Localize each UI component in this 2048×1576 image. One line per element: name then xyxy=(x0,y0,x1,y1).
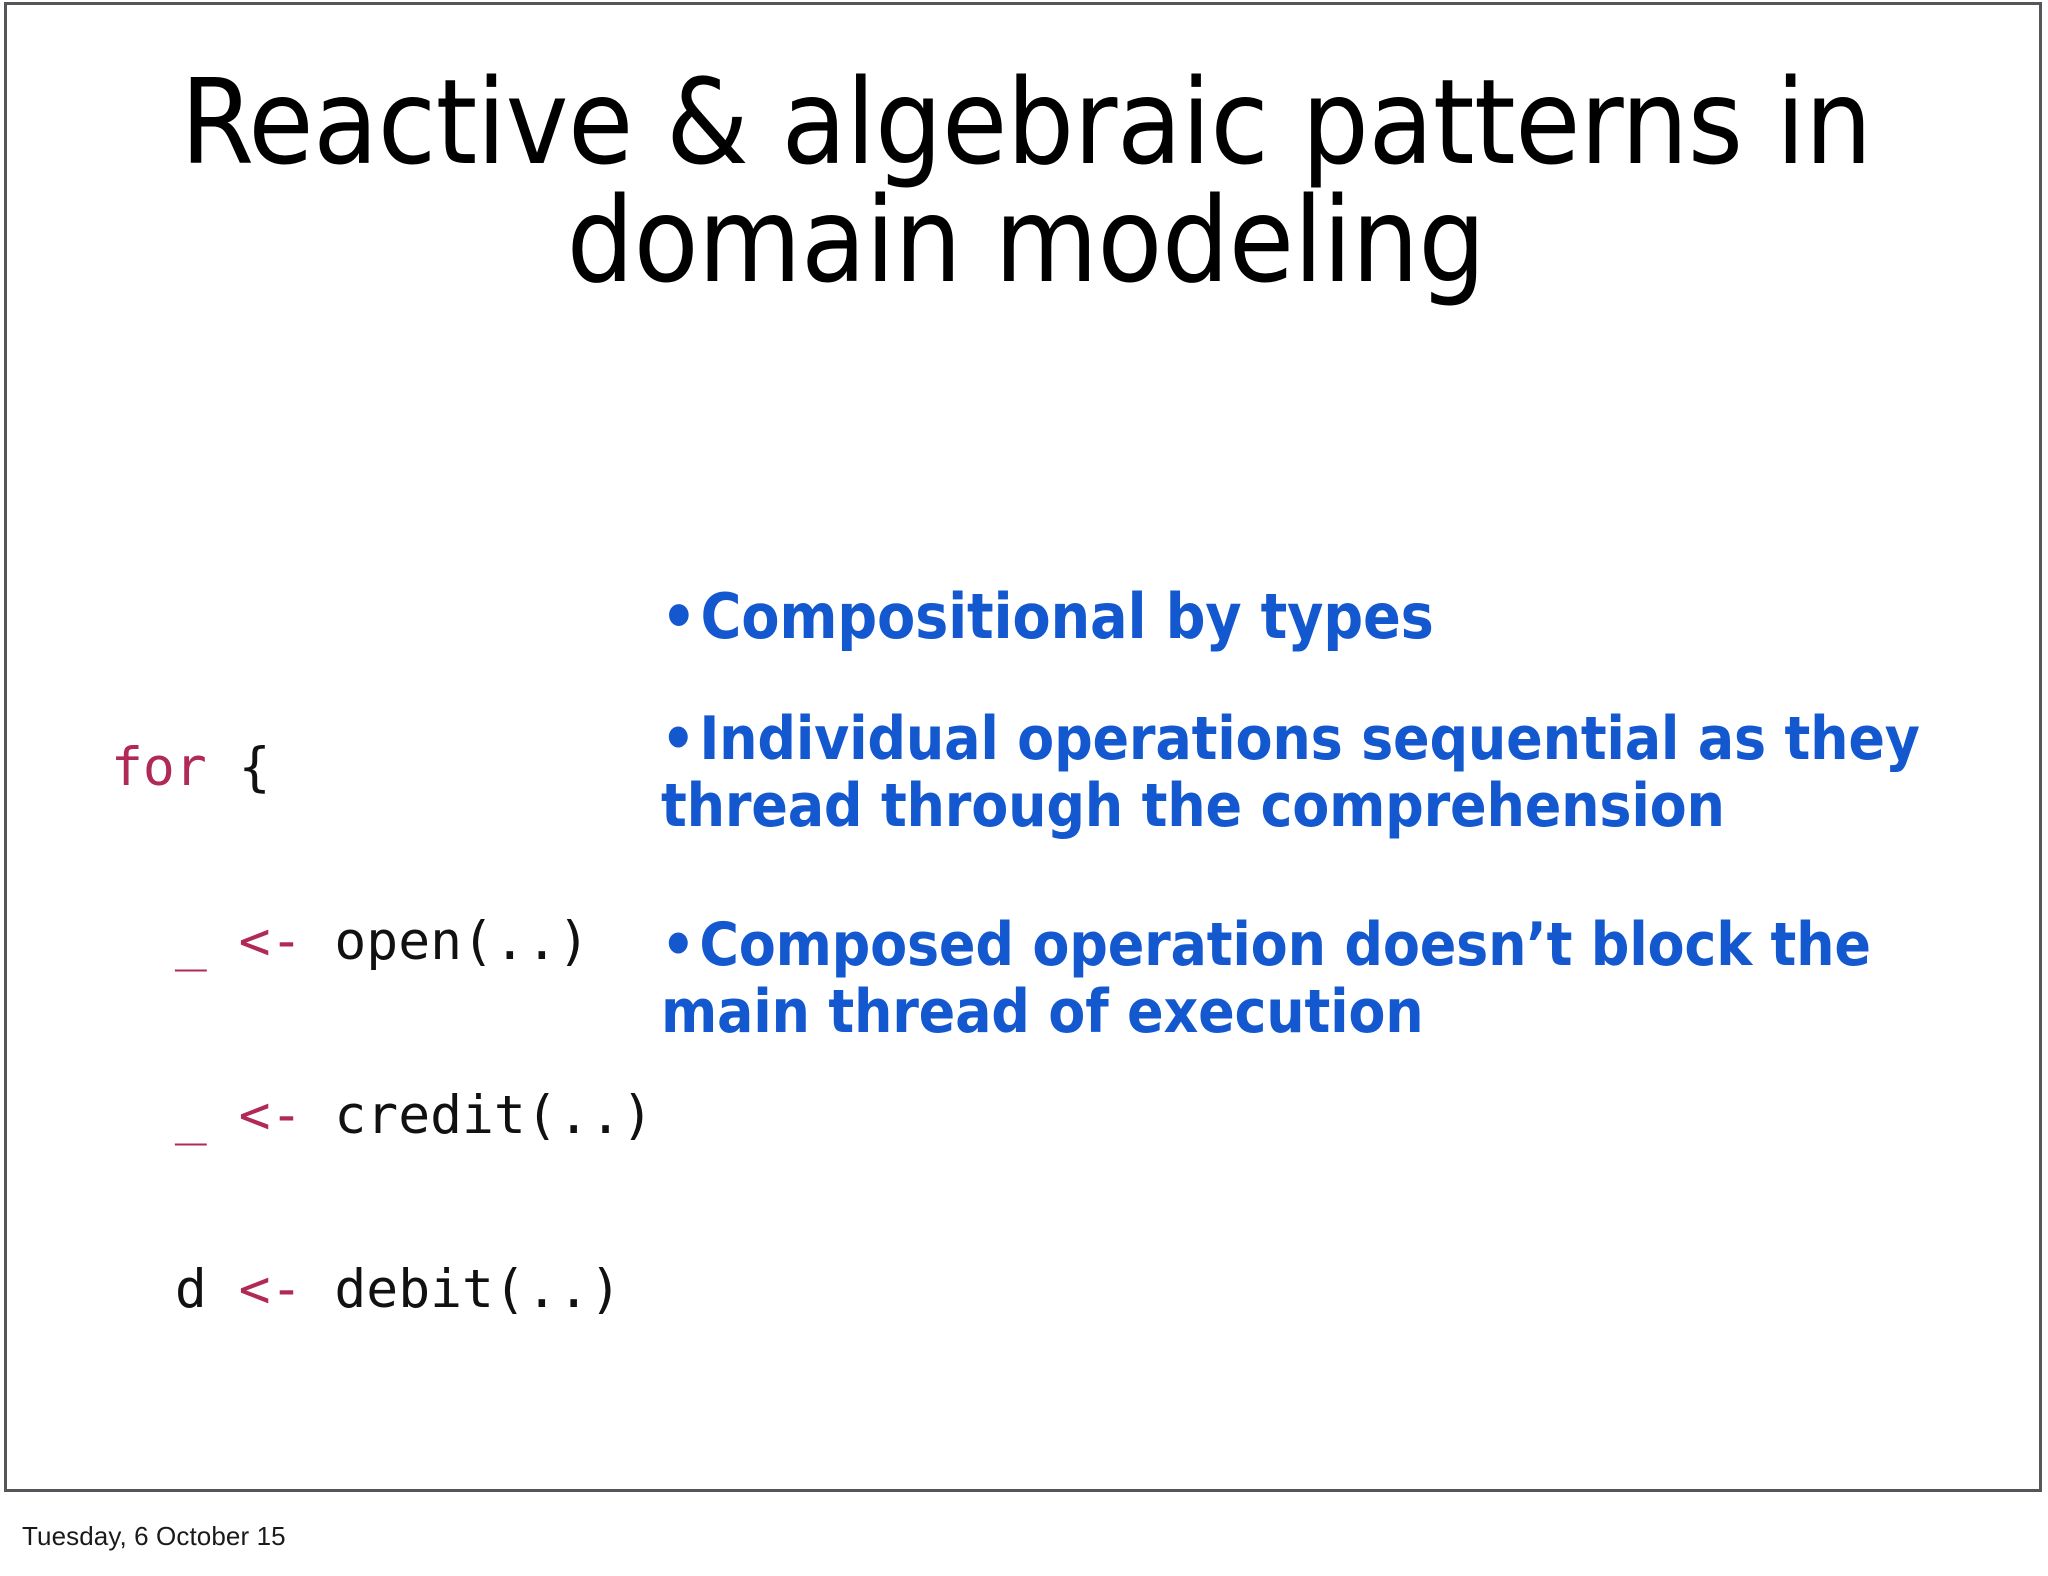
code-call-debit: debit(..) xyxy=(302,1259,622,1320)
bullet-item-composed-op: •Composed operation doesn’t block the ma… xyxy=(661,912,1991,1046)
bullet-text-individual-ops: Individual operations sequential as they… xyxy=(661,704,1920,841)
code-text-open-brace: { xyxy=(206,737,271,798)
code-keyword-bind-3: _ <- xyxy=(174,1085,303,1146)
slide-title-line-2: domain modeling xyxy=(566,171,1486,309)
bullet-list: •Compositional by types •Individual oper… xyxy=(661,583,1991,1102)
bullet-text-composed-op: Composed operation doesn’t block the mai… xyxy=(661,910,1871,1047)
code-line-1: for { xyxy=(111,739,653,797)
code-line-2: _ <- open(..) xyxy=(111,913,653,971)
code-indent-4: d xyxy=(111,1259,239,1320)
code-sample: for { _ <- open(..) _ <- credit(..) d <-… xyxy=(111,623,653,1576)
code-call-credit: credit(..) xyxy=(302,1085,654,1146)
code-line-3: _ <- credit(..) xyxy=(111,1085,654,1146)
code-call-open: open(..) xyxy=(302,911,590,972)
bullet-item-individual-ops: •Individual operations sequential as the… xyxy=(661,706,1991,840)
code-line-4: d <- debit(..) xyxy=(111,1261,653,1319)
bullet-dot-icon: • xyxy=(661,580,697,653)
slide-canvas: Reactive & algebraic patterns in domain … xyxy=(4,2,2042,1492)
bullet-text-compositional: Compositional by types xyxy=(700,580,1434,653)
code-line-5-blank xyxy=(111,1435,653,1493)
code-keyword-for: for xyxy=(111,737,207,798)
slide-title-line-1: Reactive & algebraic patterns in xyxy=(180,53,1872,191)
bullet-dot-icon: • xyxy=(661,704,696,774)
code-keyword-bind-4: <- xyxy=(238,1259,303,1320)
code-indent-3 xyxy=(111,1085,175,1146)
code-indent-2 xyxy=(111,911,175,972)
bullet-dot-icon: • xyxy=(661,910,696,980)
bullet-item-compositional: •Compositional by types xyxy=(661,583,1991,650)
footer-date: Tuesday, 6 October 15 xyxy=(22,1521,286,1551)
slide-title: Reactive & algebraic patterns in domain … xyxy=(7,63,2039,299)
code-keyword-bind-2: _ <- xyxy=(174,911,303,972)
